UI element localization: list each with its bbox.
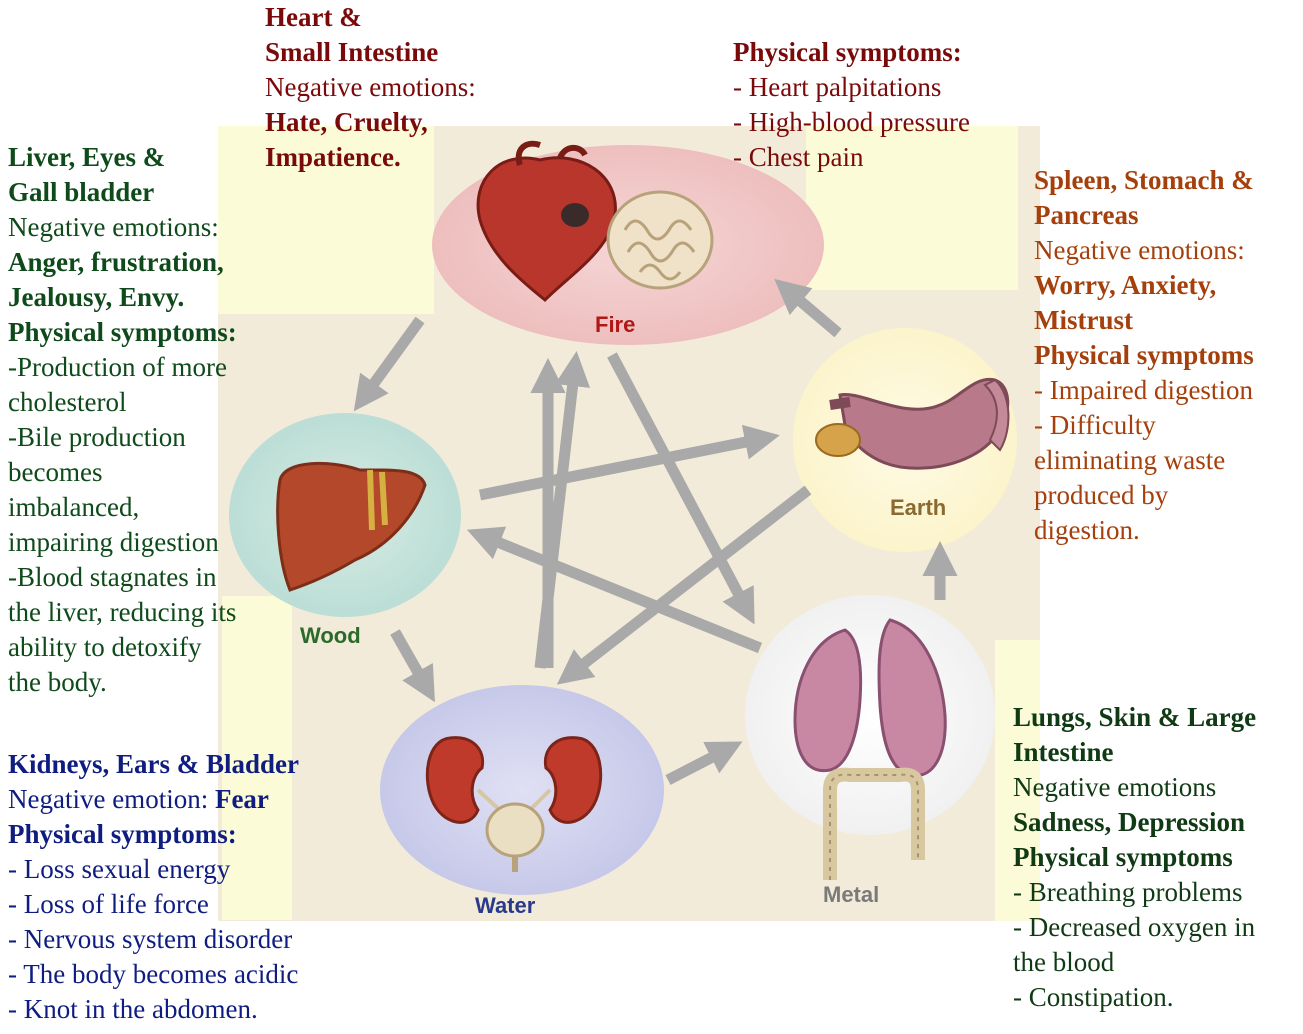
- fire-organ-line-2: Small Intestine: [265, 35, 476, 70]
- earth-symptom-line-2: - Difficulty: [1034, 408, 1254, 443]
- wood-symptom-line-2: cholesterol: [8, 385, 237, 420]
- water-emotion-value: Fear: [215, 784, 269, 814]
- fire-symptom-2: - High-blood pressure: [733, 105, 970, 140]
- earth-symptom-line-4: produced by: [1034, 478, 1254, 513]
- water-emotions-label: Negative emotion:: [8, 784, 215, 814]
- metal-label: Metal: [823, 882, 879, 907]
- water-symptom-2: - Loss of life force: [8, 887, 299, 922]
- wood-text-block: Liver, Eyes & Gall bladder Negative emot…: [8, 140, 237, 700]
- earth-emotion-line-1: Worry, Anxiety,: [1034, 268, 1254, 303]
- metal-emotions-label: Negative emotions: [1013, 770, 1256, 805]
- wood-symptom-line-3: -Bile production: [8, 420, 237, 455]
- wood-symptom-line-10: the body.: [8, 665, 237, 700]
- wood-symptoms-label: Physical symptoms:: [8, 315, 237, 350]
- wood-symptom-line-8: the liver, reducing its: [8, 595, 237, 630]
- wood-symptom-line-6: impairing digestion: [8, 525, 237, 560]
- fire-label: Fire: [595, 312, 635, 337]
- metal-organ-line-2: Intestine: [1013, 735, 1256, 770]
- wood-symptom-line-9: ability to detoxify: [8, 630, 237, 665]
- fire-symptom-3: - Chest pain: [733, 140, 970, 175]
- water-emotion-line: Negative emotion: Fear: [8, 782, 299, 817]
- wood-label: Wood: [300, 623, 361, 648]
- fire-organ-line-1: Heart &: [265, 0, 476, 35]
- wood-emotions-label: Negative emotions:: [8, 210, 237, 245]
- fire-emotion-line-2: Impatience.: [265, 140, 476, 175]
- water-symptom-3: - Nervous system disorder: [8, 922, 299, 957]
- water-symptoms-label: Physical symptoms:: [8, 817, 299, 852]
- water-label: Water: [475, 893, 536, 918]
- earth-symptoms-label: Physical symptoms: [1034, 338, 1254, 373]
- water-symptom-1: - Loss sexual energy: [8, 852, 299, 887]
- earth-symptom-line-3: eliminating waste: [1034, 443, 1254, 478]
- earth-emotions-label: Negative emotions:: [1034, 233, 1254, 268]
- earth-emotion-line-2: Mistrust: [1034, 303, 1254, 338]
- metal-symptom-line-2: - Decreased oxygen in: [1013, 910, 1256, 945]
- metal-text-block: Lungs, Skin & Large Intestine Negative e…: [1013, 700, 1256, 1015]
- wood-organ-line-2: Gall bladder: [8, 175, 237, 210]
- metal-symptoms-label: Physical symptoms: [1013, 840, 1256, 875]
- fire-emotions-label: Negative emotions:: [265, 70, 476, 105]
- water-symptom-5: - Knot in the abdomen.: [8, 992, 299, 1027]
- metal-emotion-line-1: Sadness, Depression: [1013, 805, 1256, 840]
- earth-label: Earth: [890, 495, 946, 520]
- metal-disc: [745, 595, 995, 835]
- wood-emotion-line-1: Anger, frustration,: [8, 245, 237, 280]
- wood-organ-line-1: Liver, Eyes &: [8, 140, 237, 175]
- earth-organ-line-1: Spleen, Stomach &: [1034, 163, 1254, 198]
- fire-symptom-1: - Heart palpitations: [733, 70, 970, 105]
- wood-symptom-line-1: -Production of more: [8, 350, 237, 385]
- water-text-block: Kidneys, Ears & Bladder Negative emotion…: [8, 747, 299, 1027]
- earth-organ-line-2: Pancreas: [1034, 198, 1254, 233]
- metal-symptom-line-4: - Constipation.: [1013, 980, 1256, 1015]
- water-disc: [380, 685, 664, 895]
- fire-symptoms-label: Physical symptoms:: [733, 35, 970, 70]
- wood-symptom-line-7: -Blood stagnates in: [8, 560, 237, 595]
- wood-symptom-line-5: imbalanced,: [8, 490, 237, 525]
- water-symptom-4: - The body becomes acidic: [8, 957, 299, 992]
- metal-symptom-line-3: the blood: [1013, 945, 1256, 980]
- earth-symptom-line-1: - Impaired digestion: [1034, 373, 1254, 408]
- metal-symptom-line-1: - Breathing problems: [1013, 875, 1256, 910]
- wood-emotion-line-2: Jealousy, Envy.: [8, 280, 237, 315]
- small-intestine-icon: [608, 192, 712, 288]
- fire-text-block: Heart & Small Intestine Negative emotion…: [265, 0, 476, 175]
- earth-symptom-line-5: digestion.: [1034, 513, 1254, 548]
- earth-text-block: Spleen, Stomach & Pancreas Negative emot…: [1034, 163, 1254, 548]
- metal-organ-line-1: Lungs, Skin & Large: [1013, 700, 1256, 735]
- fire-symptoms-block: Physical symptoms: - Heart palpitations …: [733, 35, 970, 175]
- fire-emotion-line-1: Hate, Cruelty,: [265, 105, 476, 140]
- wood-symptom-line-4: becomes: [8, 455, 237, 490]
- water-organs: Kidneys, Ears & Bladder: [8, 747, 299, 782]
